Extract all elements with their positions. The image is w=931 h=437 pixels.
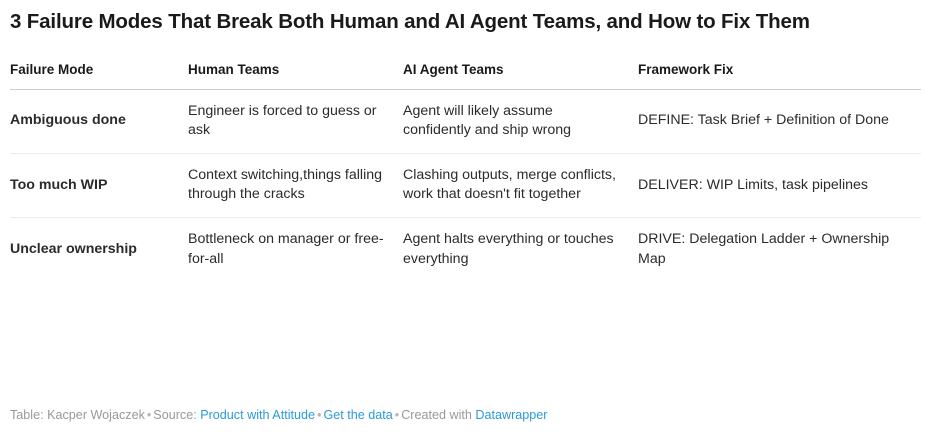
cell-failure-mode: Too much WIP [10, 153, 188, 218]
table-header-row: Failure Mode Human Teams AI Agent Teams … [10, 61, 921, 90]
credits-created-with-label: Created with [401, 408, 472, 423]
cell-framework-fix: DEFINE: Task Brief + Definition of Done [638, 89, 921, 154]
cell-human-teams: Bottleneck on manager or free-for-all [188, 230, 384, 267]
cell-failure-mode: Ambiguous done [10, 89, 188, 154]
credits-source-label: Source: [153, 408, 197, 423]
table-row: Unclear ownership Bottleneck on manager … [10, 217, 921, 281]
get-the-data-link[interactable]: Get the data [323, 408, 393, 423]
credits-separator: • [317, 408, 322, 423]
column-header-human-teams[interactable]: Human Teams [188, 61, 403, 90]
page-title: 3 Failure Modes That Break Both Human an… [10, 10, 810, 33]
cell-ai-agent-teams: Clashing outputs, merge conflicts, work … [403, 153, 638, 218]
column-header-framework-fix[interactable]: Framework Fix [638, 61, 921, 90]
credits-source-link[interactable]: Product with Attitude [200, 408, 316, 423]
credits-author: Table: Kacper Wojaczek [10, 408, 145, 423]
cell-framework-fix: DELIVER: WIP Limits, task pipelines [638, 153, 921, 218]
table-row: Too much WIP Context switching,things fa… [10, 153, 921, 218]
cell-human-teams: Engineer is forced to guess or ask [188, 89, 403, 154]
column-header-ai-agent-teams[interactable]: AI Agent Teams [403, 61, 638, 90]
credits-separator: • [394, 408, 400, 423]
cell-ai-agent-teams: Agent will likely assume confidently and… [403, 89, 638, 154]
cell-failure-mode: Unclear ownership [10, 240, 137, 257]
column-header-failure-mode[interactable]: Failure Mode [10, 61, 188, 90]
credits-separator: • [146, 408, 152, 423]
data-table: Failure Mode Human Teams AI Agent Teams … [10, 61, 921, 281]
cell-ai-agent-teams: Agent halts everything or touches everyt… [403, 230, 614, 267]
credits-line: Table: Kacper Wojaczek•Source: Product w… [10, 407, 548, 425]
cell-human-teams: Context switching,things falling through… [188, 153, 403, 218]
cell-framework-fix: DRIVE: Delegation Ladder + Ownership Map [638, 230, 890, 267]
table-row: Ambiguous done Engineer is forced to gue… [10, 89, 921, 154]
datawrapper-link[interactable]: Datawrapper [475, 408, 548, 423]
